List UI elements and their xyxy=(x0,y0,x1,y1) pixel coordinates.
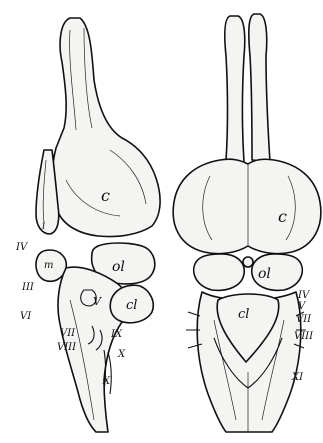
label-left-iv: IV xyxy=(15,242,29,253)
right-cerebrum xyxy=(173,159,321,253)
right-olfactory-stalk-right xyxy=(249,14,270,162)
label-left-viii: VIII xyxy=(57,342,77,353)
label-right-vii: VII xyxy=(296,314,312,325)
label-right-v: V xyxy=(298,301,307,312)
label-left-vii: VII xyxy=(60,328,76,339)
lateral-view: c i IV m III VI ol V cl VII VIII IX X X xyxy=(15,18,160,432)
label-right-ol: ol xyxy=(258,266,271,282)
right-pineal xyxy=(243,257,253,267)
label-right-iv: IV xyxy=(297,290,311,301)
label-right-cl: cl xyxy=(238,307,249,322)
label-left-vi: VI xyxy=(20,311,32,322)
label-left-m: m xyxy=(44,260,53,271)
dorsal-view: c ol cl IV V VII VIII XI xyxy=(173,14,321,432)
label-left-cl: cl xyxy=(126,298,137,313)
right-olfactory-stalk-left xyxy=(225,16,245,162)
label-left-iii: III xyxy=(21,282,35,293)
label-left-x1: X xyxy=(117,349,126,360)
label-right-c: c xyxy=(278,207,287,226)
label-left-ol: ol xyxy=(112,259,125,275)
right-optic-lobe-left xyxy=(194,254,245,290)
label-right-viii: VIII xyxy=(294,331,314,342)
label-left-i: i xyxy=(42,221,45,232)
label-left-v: V xyxy=(93,295,102,308)
label-left-x2: X xyxy=(102,376,111,387)
label-left-c: c xyxy=(101,186,110,205)
label-left-ix: IX xyxy=(110,329,123,340)
label-right-xi: XI xyxy=(291,372,304,383)
